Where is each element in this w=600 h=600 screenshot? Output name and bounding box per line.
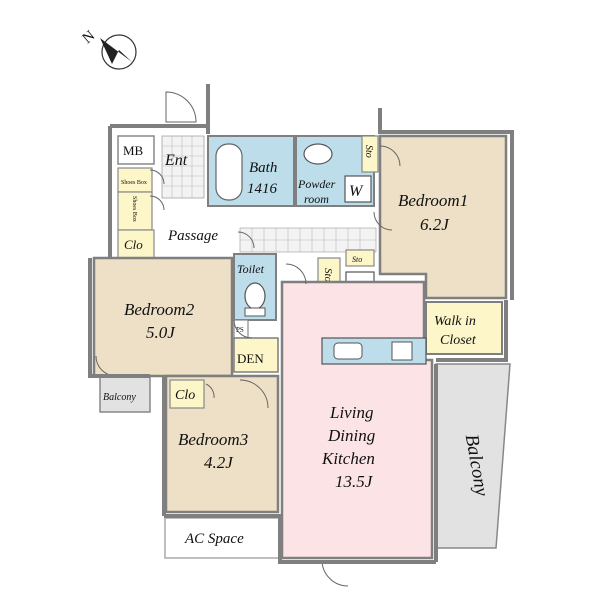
walkin-closet-area xyxy=(425,301,503,355)
ldk-label-1: Living xyxy=(329,403,373,422)
compass-north-letter: N xyxy=(80,28,99,47)
stove-icon xyxy=(391,341,413,361)
compass: N xyxy=(80,28,137,70)
toilet-label: Toilet xyxy=(237,262,265,276)
washer-label: W xyxy=(349,183,364,200)
compass-arrow-icon xyxy=(100,38,132,64)
meter-box-area xyxy=(117,135,155,165)
bedroom2-area xyxy=(92,256,234,378)
storage-top-label: Sto xyxy=(363,145,374,158)
powder-room-label-1: Powder xyxy=(297,177,336,191)
passage-label: Passage xyxy=(167,228,218,244)
bathtub-icon xyxy=(215,143,243,201)
kitchen-sink-icon xyxy=(333,342,363,360)
storage-mid-label: Sto xyxy=(322,268,334,283)
walkin-closet-label-2: Closet xyxy=(440,333,477,348)
bedroom1-area xyxy=(378,134,508,300)
passage-tiles xyxy=(239,227,377,253)
entrance-label: Ent xyxy=(164,152,188,169)
bedroom3-size-label: 4.2J xyxy=(204,453,234,472)
closet-bed3-area xyxy=(169,379,205,409)
bedroom2-name-label: Bedroom2 xyxy=(124,300,195,319)
ldk-label-3: Kitchen xyxy=(321,449,375,468)
ldk-label-2: Dining xyxy=(327,426,375,445)
den-label: DEN xyxy=(237,351,264,366)
entrance-tiles xyxy=(161,135,205,199)
den-area xyxy=(233,337,279,373)
storage-small-label: Sto xyxy=(352,255,362,264)
powder-room-label-2: room xyxy=(304,192,329,206)
shoe-box-2-label: Shoes Box xyxy=(131,196,137,222)
bath-label: Bath xyxy=(249,160,277,176)
ac-space-label: AC Space xyxy=(184,531,244,547)
toilet-bowl-icon xyxy=(244,282,266,310)
washer-box xyxy=(344,175,372,203)
bedroom3-name-label: Bedroom3 xyxy=(178,430,248,449)
bedroom1-name-label: Bedroom1 xyxy=(398,191,468,210)
closet-left-area xyxy=(117,229,155,259)
bedroom2-size-label: 5.0J xyxy=(146,323,176,342)
closet-left-label: Clo xyxy=(124,237,143,252)
shoe-box-2-area xyxy=(117,191,153,231)
bedroom1-size-label: 6.2J xyxy=(420,215,450,234)
ldk-size-label: 13.5J xyxy=(335,472,374,491)
storage-small-area xyxy=(345,249,375,267)
closet-bed3-label: Clo xyxy=(175,388,195,403)
walls xyxy=(88,84,514,564)
storage-top-area xyxy=(361,135,379,173)
walkin-closet-label-1: Walk in xyxy=(434,314,476,329)
balcony-small-area xyxy=(99,376,151,413)
wash-basin-icon xyxy=(303,143,333,165)
toilet-tank-icon xyxy=(244,307,266,317)
meter-box-label: MB xyxy=(123,143,144,158)
shoe-box-1-label: Shoes Box xyxy=(121,180,147,186)
pipe-space-label: PS xyxy=(236,326,244,334)
balcony-small-label: Balcony xyxy=(103,392,136,403)
bath-size-label: 1416 xyxy=(247,181,278,197)
shoe-box-1-area xyxy=(117,167,153,193)
